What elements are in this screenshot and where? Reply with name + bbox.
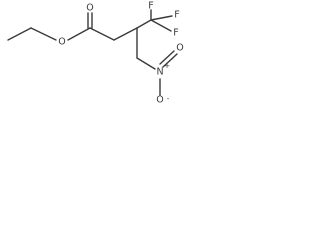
bond-ch2-n: [136, 57, 156, 70]
atom-nitro-oxygen-double-label: O: [176, 43, 183, 54]
bond-c-f-right-lower: [150, 19, 172, 32]
atom-nitro-nitrogen-charge: +: [164, 62, 170, 70]
bond-carbonyl-ch2: [89, 27, 115, 41]
bond-o-carbonyl-carbon: [67, 27, 91, 41]
atom-nitro-oxygen-single-label: O: [156, 95, 163, 106]
bond-n-o-double-a: [159, 50, 175, 65]
atom-carbonyl-oxygen-label: O: [86, 3, 93, 14]
bond-ethyl-ch2-o: [30, 27, 57, 41]
atom-ester-oxygen-label: O: [58, 37, 65, 48]
atom-fluorine-right-lower-label: F: [173, 28, 178, 39]
bond-n-o-double-b: [162, 53, 178, 68]
molecule-structure: O O F F F N + O O -: [7, 1, 184, 106]
bond-ethyl-ch3-ch2: [7, 27, 32, 41]
bond-ch2-ch: [113, 27, 138, 41]
bond-ch-cf3: [136, 19, 152, 29]
atom-fluorine-top-label: F: [148, 1, 153, 12]
atom-nitro-nitrogen-label: N: [156, 67, 163, 78]
atom-fluorine-right-upper-label: F: [174, 10, 179, 21]
atom-nitro-oxygen-charge: -: [167, 95, 170, 103]
bond-c-f-right-upper: [150, 15, 173, 21]
